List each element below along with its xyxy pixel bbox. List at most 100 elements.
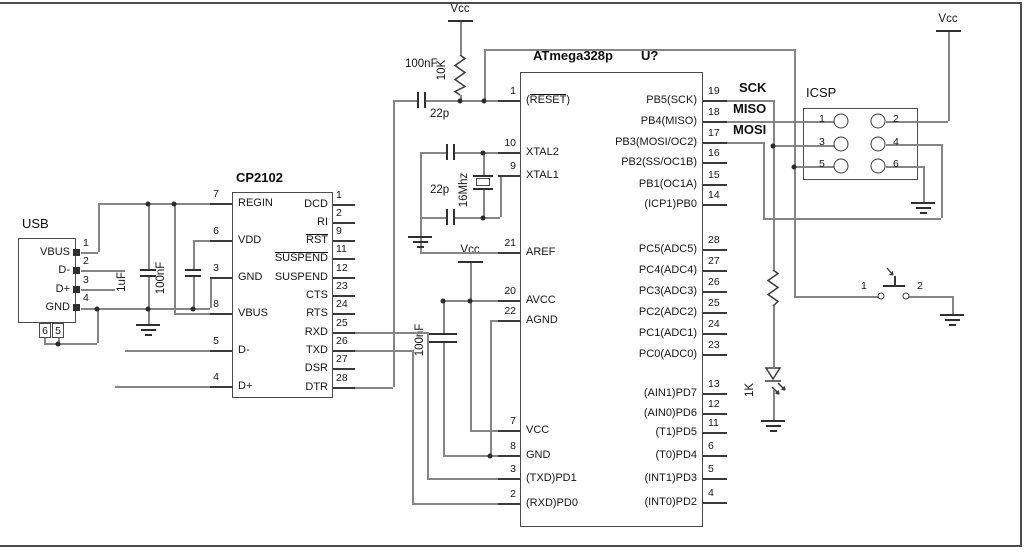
wire	[393, 100, 417, 102]
ground-icon	[761, 420, 785, 422]
pin-stub	[333, 222, 355, 224]
pin-label: (AIN0)PD6	[643, 407, 697, 419]
pin-label: D+	[238, 380, 253, 392]
pin-label: GND	[526, 449, 551, 461]
ground-icon	[915, 207, 931, 209]
pin-stub	[498, 252, 520, 254]
wire	[98, 203, 210, 205]
button-pin1-number: 1	[861, 280, 867, 292]
icsp-pin-number: 1	[819, 113, 825, 125]
capacitor-plate	[424, 92, 426, 108]
icsp-pad-2	[870, 113, 886, 129]
ground-icon	[911, 202, 935, 204]
capacitor-plate	[458, 261, 483, 263]
pin-label: (TXD)PD1	[526, 472, 577, 484]
pin-number: 25	[336, 317, 348, 329]
pin-number: 2	[83, 255, 89, 267]
wire	[420, 252, 498, 254]
pin-number: 3	[213, 262, 219, 274]
pin-number: 17	[708, 127, 720, 139]
pin-label: XTAL1	[526, 169, 559, 181]
usb-cap1-label: 1uF	[116, 272, 128, 292]
capacitor-plate	[446, 209, 448, 225]
cp2102-title: CP2102	[236, 170, 283, 185]
pin-label: SUSPEND	[234, 252, 328, 264]
pin-number: 27	[336, 353, 348, 365]
wire	[794, 166, 834, 168]
icsp-pad-5	[833, 158, 849, 174]
pin-number: 27	[708, 255, 720, 267]
image-border	[0, 2, 1022, 4]
capacitor-plate	[185, 275, 201, 277]
capacitor-plate	[936, 30, 961, 32]
capacitor-plate	[185, 269, 201, 271]
pin-label: DCD	[304, 198, 328, 210]
wire	[952, 296, 954, 314]
wire	[44, 338, 46, 343]
wire	[483, 189, 485, 217]
pin-label: (AIN1)PD7	[643, 387, 697, 399]
junction-dot	[55, 341, 61, 347]
ground-icon	[140, 329, 156, 331]
usb-pin-square	[73, 267, 80, 274]
pin-number: 6	[213, 225, 219, 237]
wire	[470, 261, 472, 300]
wire	[794, 49, 796, 296]
pin-number: 25	[708, 297, 720, 309]
pin-stub	[703, 455, 727, 457]
pin-label: D-	[238, 344, 250, 356]
wire	[81, 270, 125, 272]
cp2102-chip-box	[232, 192, 333, 398]
pin-number: 18	[708, 106, 720, 118]
pin-number: 4	[708, 487, 714, 499]
ground-icon	[919, 212, 927, 214]
wire	[886, 166, 923, 168]
pin-stub	[333, 240, 355, 242]
wire	[763, 218, 941, 220]
wire	[420, 152, 446, 154]
button-contact	[877, 292, 885, 300]
pin-number: 19	[708, 85, 720, 97]
reset-pullup-label: 10K	[436, 59, 448, 81]
wire	[355, 350, 412, 352]
pin-number: 3	[510, 463, 516, 475]
pin-number: 7	[213, 188, 219, 200]
avcc-cap-label: 100nF	[414, 323, 426, 357]
pin-number: 22	[504, 305, 516, 317]
pin-label: AGND	[526, 314, 558, 326]
usb-title: USB	[22, 216, 49, 231]
pin-label: SUSPEND	[274, 271, 328, 283]
pin-stub	[498, 175, 520, 177]
junction-dot	[190, 306, 196, 312]
capacitor-plate	[883, 285, 905, 287]
pin-number: 4	[83, 292, 89, 304]
wire	[355, 332, 427, 334]
icsp-pin-number: 5	[819, 158, 825, 170]
wire	[773, 390, 775, 420]
junction-dot	[480, 215, 486, 221]
junction-dot	[481, 98, 487, 104]
wire	[81, 289, 115, 291]
pin-stub	[703, 393, 727, 395]
pin-number: 16	[708, 147, 720, 159]
pin-label: PC4(ADC4)	[638, 264, 697, 276]
pin-stub	[333, 277, 355, 279]
pin-number: 3	[83, 274, 89, 286]
pin-label: PB3(MOSI/OC2)	[615, 136, 697, 148]
ground-icon	[136, 324, 160, 326]
pin-number: 2	[510, 488, 516, 500]
pin-number: 5	[708, 463, 714, 475]
pin-stub	[703, 478, 727, 480]
junction-dot	[440, 298, 446, 304]
usb-cap2-label: 100nF	[155, 261, 167, 295]
pin-label: VBUS	[238, 307, 268, 319]
pin-number: 9	[336, 225, 342, 237]
capacitor-plate	[140, 269, 156, 271]
pin-stub	[333, 204, 355, 206]
pin-stub	[703, 121, 727, 123]
pin-label-overline: SUSPEND	[274, 252, 328, 264]
button-press-arrow	[886, 267, 894, 276]
pin-stub	[703, 142, 727, 144]
junction-dot	[457, 98, 463, 104]
